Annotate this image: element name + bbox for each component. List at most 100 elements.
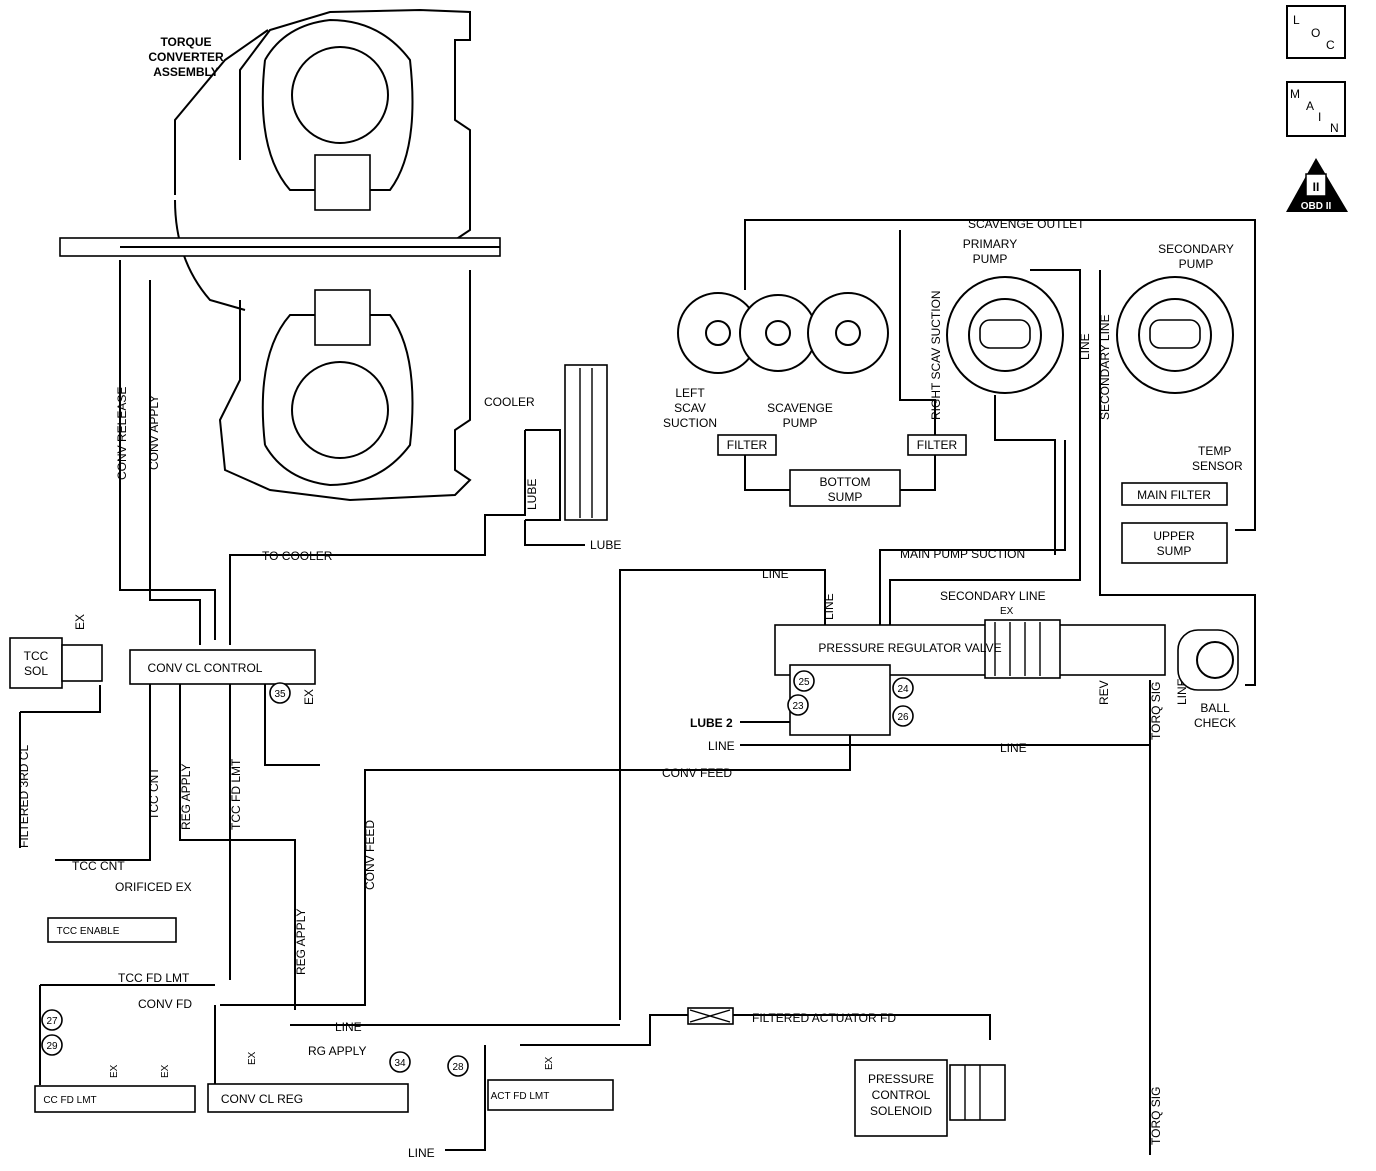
svg-text:TCC FD LMT: TCC FD LMT: [229, 758, 243, 830]
primary-pump: PRIMARY PUMP: [946, 237, 1064, 394]
svg-text:COOLER: COOLER: [484, 395, 535, 409]
svg-text:25: 25: [798, 677, 810, 688]
svg-text:MAIN FILTER: MAIN FILTER: [1137, 488, 1211, 502]
svg-text:CHECK: CHECK: [1194, 716, 1236, 730]
svg-text:SUCTION: SUCTION: [663, 416, 717, 430]
orifice-35: [269, 682, 291, 704]
bottom-sump: [789, 469, 901, 507]
svg-text:PRESSURE REGULATOR VALVE: PRESSURE REGULATOR VALVE: [818, 641, 1001, 655]
svg-text:LINE: LINE: [1000, 741, 1027, 755]
svg-text:24: 24: [897, 684, 909, 695]
svg-text:FILTERED 3RD CL: FILTERED 3RD CL: [17, 745, 31, 848]
obd-ii-button[interactable]: II OBD II: [1286, 158, 1348, 212]
svg-text:TO COOLER: TO COOLER: [262, 549, 333, 563]
svg-text:I: I: [1318, 110, 1321, 124]
svg-text:SOLENOID: SOLENOID: [870, 1104, 932, 1118]
main-button[interactable]: M A I N: [1286, 81, 1346, 137]
conv-release-line: [119, 260, 216, 640]
orifice-24: [892, 677, 914, 699]
svg-text:CONVERTER: CONVERTER: [148, 50, 224, 64]
filtered-actuator-fd-line: [520, 1014, 991, 1046]
svg-text:27: 27: [46, 1016, 58, 1027]
svg-text:PUMP: PUMP: [1179, 257, 1214, 271]
svg-text:ACT FD LMT: ACT FD LMT: [491, 1091, 550, 1102]
svg-text:M: M: [1290, 87, 1300, 101]
svg-text:TCC: TCC: [24, 649, 49, 663]
svg-text:LINE: LINE: [822, 593, 836, 620]
svg-text:SOL: SOL: [24, 664, 48, 678]
svg-text:23: 23: [792, 701, 804, 712]
svg-text:RIGHT SCAV SUCTION: RIGHT SCAV SUCTION: [929, 290, 943, 420]
svg-text:FILTER: FILTER: [917, 438, 958, 452]
act-fd-lmt-valve: ACT FD LMT: [487, 1079, 614, 1111]
svg-text:35: 35: [274, 689, 286, 700]
svg-text:REG APPLY: REG APPLY: [179, 764, 193, 830]
svg-text:EX: EX: [160, 1064, 171, 1078]
lube-line: [524, 520, 585, 546]
pressure-control-solenoid: PRESSURE CONTROL SOLENOID: [854, 1059, 1006, 1137]
svg-text:TCC CNT: TCC CNT: [72, 859, 125, 873]
line-mid: [619, 569, 826, 1020]
svg-text:O: O: [1311, 26, 1320, 40]
svg-text:EX: EX: [302, 689, 316, 705]
cc-fd-lmt-valve: CC FD LMT: [34, 1085, 196, 1113]
svg-text:PUMP: PUMP: [783, 416, 818, 430]
loc-button[interactable]: L O C: [1286, 5, 1346, 59]
svg-text:TORQ SIG: TORQ SIG: [1149, 1087, 1163, 1145]
svg-text:LINE: LINE: [408, 1146, 435, 1160]
cooler: COOLER: [484, 364, 608, 521]
svg-text:34: 34: [394, 1058, 406, 1069]
svg-text:SECONDARY LINE: SECONDARY LINE: [1098, 314, 1112, 420]
svg-text:EX: EX: [1000, 606, 1014, 617]
conv-feed-line: [220, 735, 851, 1006]
svg-text:SUMP: SUMP: [1157, 544, 1192, 558]
orifice-23: [787, 694, 809, 716]
svg-text:REG APPLY: REG APPLY: [294, 909, 308, 975]
svg-text:LUBE 2: LUBE 2: [690, 716, 733, 730]
svg-text:SECONDARY LINE: SECONDARY LINE: [940, 589, 1046, 603]
svg-text:SECONDARY: SECONDARY: [1158, 242, 1234, 256]
svg-text:OBD II: OBD II: [1301, 201, 1332, 212]
svg-text:FILTER: FILTER: [727, 438, 768, 452]
svg-text:CONV CL REG: CONV CL REG: [221, 1092, 303, 1106]
tcc-solenoid: TCC SOL: [9, 637, 103, 689]
orifice-26: [892, 705, 914, 727]
svg-text:ORIFICED EX: ORIFICED EX: [115, 880, 192, 894]
svg-text:CONV FD: CONV FD: [138, 997, 192, 1011]
svg-text:PRIMARY: PRIMARY: [963, 237, 1017, 251]
svg-text:CONV FEED: CONV FEED: [363, 820, 377, 890]
orifice-27: [41, 1009, 63, 1031]
svg-text:A: A: [1306, 99, 1314, 113]
svg-text:MAIN PUMP SUCTION: MAIN PUMP SUCTION: [900, 547, 1025, 561]
orifice-28: [447, 1055, 469, 1077]
svg-text:LINE: LINE: [708, 739, 735, 753]
scavenge-outlet-line: [744, 219, 1256, 531]
svg-text:UPPER: UPPER: [1153, 529, 1195, 543]
filter-left: [717, 434, 777, 456]
svg-text:SCAV: SCAV: [674, 401, 706, 415]
svg-text:L: L: [1293, 13, 1300, 27]
upper-sump: [1121, 522, 1228, 564]
filter-right: [907, 434, 967, 456]
secondary-pump: SECONDARY PUMP: [1116, 242, 1234, 394]
svg-text:SCAVENGE: SCAVENGE: [767, 401, 833, 415]
svg-text:LEFT: LEFT: [675, 386, 705, 400]
svg-text:EX: EX: [544, 1056, 555, 1070]
torque-converter-assembly: TORQUE CONVERTER ASSEMBLY: [59, 8, 501, 502]
svg-text:PUMP: PUMP: [973, 252, 1008, 266]
svg-text:LINE: LINE: [762, 567, 789, 581]
svg-text:29: 29: [46, 1041, 58, 1052]
svg-text:REV: REV: [1097, 680, 1111, 705]
svg-text:RG APPLY: RG APPLY: [308, 1044, 366, 1058]
svg-text:SENSOR: SENSOR: [1192, 459, 1243, 473]
orifice-34: [389, 1051, 411, 1073]
main-filter: [1121, 482, 1228, 506]
svg-text:CONV CL CONTROL: CONV CL CONTROL: [148, 661, 263, 675]
svg-text:TCC CNT: TCC CNT: [147, 767, 161, 820]
svg-text:C: C: [1326, 38, 1335, 52]
svg-text:LUBE: LUBE: [525, 479, 539, 510]
svg-text:EX: EX: [73, 614, 87, 630]
svg-text:EX: EX: [247, 1051, 258, 1065]
